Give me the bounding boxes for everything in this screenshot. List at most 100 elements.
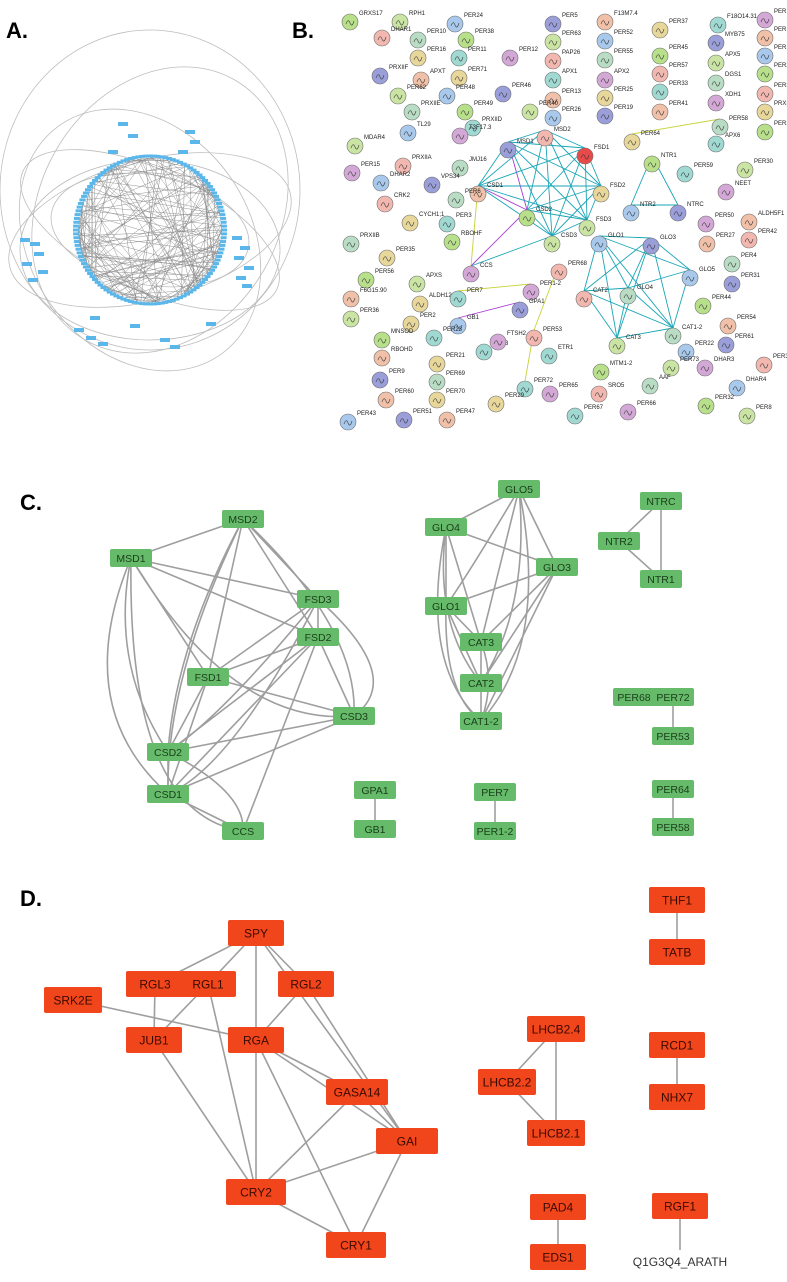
panel-b-node-label: DHAR2 — [390, 172, 411, 178]
panel-a-node — [73, 229, 79, 232]
panel-b-node: RBOHD — [374, 347, 413, 366]
panel-b-node: PER55 — [597, 49, 634, 68]
panel-c-node-label: FSD3 — [305, 594, 332, 606]
panel-b-node: PER8 — [739, 405, 772, 424]
panel-b-node: GLO5 — [682, 267, 716, 286]
panel-c-node: PER72 — [652, 688, 694, 706]
panel-a-loop — [0, 20, 339, 400]
panel-b-node-circle — [718, 184, 734, 200]
panel-b-node-label: PER21 — [446, 353, 466, 359]
panel-a-node — [79, 259, 85, 262]
panel-b-node-label: RBOHF — [461, 231, 482, 237]
panel-b-node-circle — [537, 130, 553, 146]
panel-b-node-circle — [409, 276, 425, 292]
panel-a-node — [215, 198, 221, 201]
panel-c-node: CSD1 — [147, 785, 189, 803]
panel-d-node-label: NHX7 — [661, 1090, 693, 1104]
panel-d-node: CRY1 — [326, 1232, 386, 1258]
panel-b-node: CAT2 — [576, 288, 609, 307]
panel-b-node-label: PER32 — [715, 395, 735, 401]
panel-b-node-label: PER62 — [407, 85, 427, 91]
panel-a-node — [199, 281, 205, 284]
panel-b-node-label: XDH1 — [725, 92, 742, 98]
panel-a-satellite-node — [160, 338, 170, 342]
panel-b-node-circle — [757, 124, 773, 140]
panel-b-node-label: JMJ16 — [469, 157, 487, 163]
panel-a-node — [87, 272, 93, 275]
panel-c-edge — [168, 637, 318, 794]
panel-b-node: RBOHF — [444, 231, 482, 250]
panel-c-edge — [168, 677, 208, 794]
panel-a-satellite-node — [130, 324, 140, 328]
panel-b-node: MSD2 — [537, 127, 571, 146]
panel-a-node — [202, 179, 208, 182]
panel-b-node-circle — [495, 86, 511, 102]
panel-b-node-label: PER17 — [774, 27, 787, 33]
panel-b-node-label: APXT — [430, 69, 446, 75]
panel-b-node-circle — [452, 128, 468, 144]
panel-b-node-circle — [488, 396, 504, 412]
panel-b-node-circle — [390, 88, 406, 104]
panel-b-node-label: PER70 — [446, 389, 466, 395]
panel-a-satellite-node — [170, 345, 180, 349]
panel-a-node — [213, 262, 219, 265]
panel-c-node-label: PER72 — [656, 692, 689, 704]
panel-b-node: APX2 — [597, 69, 630, 88]
panel-b-node-circle — [396, 412, 412, 428]
panel-b-node-label: PER11 — [468, 47, 487, 53]
panel-a-node — [74, 217, 80, 220]
panel-b-node-circle — [597, 90, 613, 106]
panel-b-node-label: PRXIIA — [412, 155, 432, 161]
panel-c-edge — [446, 489, 519, 606]
panel-b-node: PER34 — [757, 83, 787, 102]
panel-b-node: PER17 — [757, 27, 787, 46]
panel-b-node: PER61 — [718, 334, 755, 353]
panel-b-node-circle — [682, 270, 698, 286]
panel-b-node-label: PER35 — [396, 247, 416, 253]
panel-b-node: PER43 — [340, 411, 377, 430]
panel-c-node-label: CSD3 — [340, 711, 368, 723]
panel-b-node-circle — [502, 50, 518, 66]
panel-b-node: PER44 — [695, 295, 732, 314]
panel-b-node: NTR2 — [623, 202, 656, 221]
panel-b-node-circle — [500, 142, 516, 158]
panel-c-node: PER58 — [652, 818, 694, 836]
panel-c-node-label: CAT3 — [468, 637, 494, 649]
panel-c-node: MSD1 — [110, 549, 152, 567]
panel-a-node — [220, 240, 226, 243]
panel-b-node-circle — [591, 386, 607, 402]
panel-b-node-circle — [620, 404, 636, 420]
panel-c-edge — [481, 489, 519, 642]
panel-b-node-label: PER41 — [669, 101, 689, 107]
panel-b-node-circle — [577, 148, 593, 164]
panel-b-node-label: PER22 — [695, 341, 715, 347]
panel-b-node-label: PRXIIE — [421, 101, 441, 107]
panel-c-node-label: GB1 — [364, 824, 385, 836]
panel-b-node-label: APX6 — [725, 133, 741, 139]
panel-b-node-label: ALDH5F1 — [758, 211, 785, 217]
panel-b-node-circle — [542, 386, 558, 402]
panel-b-node: PER56 — [358, 269, 395, 288]
panel-b-node-label: APX1 — [562, 69, 578, 75]
panel-b-node: PER51 — [396, 409, 433, 428]
panel-b-node: PER66 — [620, 401, 657, 420]
panel-d-node-label: LHCB2.4 — [532, 1022, 581, 1036]
panel-b-node-circle — [729, 380, 745, 396]
panel-b-node: PER42 — [741, 229, 778, 248]
panel-b-node-circle — [670, 205, 686, 221]
panel-b-node: PER67 — [567, 405, 604, 424]
panel-d-node: RGL1 — [180, 971, 236, 997]
panel-b-node-circle — [708, 35, 724, 51]
panel-b-node-circle — [708, 95, 724, 111]
panel-a-node — [215, 259, 221, 262]
panel-b-node-label: PRXIIF — [389, 65, 409, 71]
panel-b-node-circle — [372, 68, 388, 84]
panel-c-node-label: GPA1 — [361, 785, 388, 797]
panel-a-node — [211, 266, 217, 269]
panel-b-node-label: PER54 — [737, 315, 757, 321]
panel-b-node-circle — [519, 210, 535, 226]
panel-c-node-label: PER1-2 — [477, 826, 514, 838]
panel-a-loop — [0, 62, 310, 418]
panel-c-edge — [481, 567, 557, 683]
